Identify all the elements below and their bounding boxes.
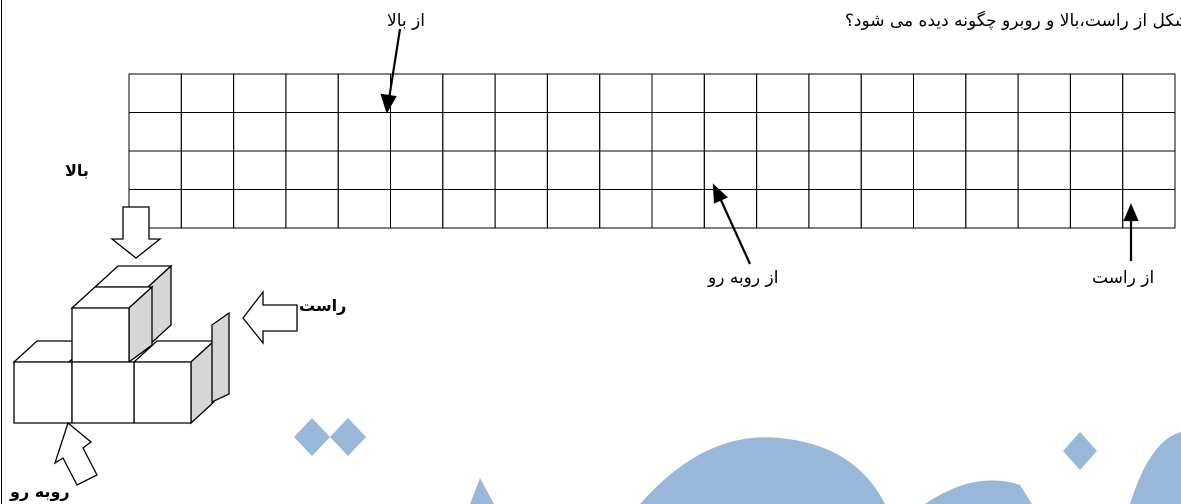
front-direction-label: روبه رو bbox=[10, 482, 70, 501]
watermark-blob bbox=[640, 437, 885, 504]
watermark-blob bbox=[925, 480, 1032, 504]
top-view-arrow bbox=[110, 206, 162, 259]
pointer-head bbox=[712, 183, 728, 204]
watermark-diamond bbox=[294, 418, 330, 456]
from-top-label: از بالا bbox=[387, 11, 425, 31]
front-view-arrow bbox=[53, 421, 98, 486]
pointer-line bbox=[387, 28, 402, 100]
cube-face bbox=[133, 361, 192, 424]
pointer-head bbox=[1123, 203, 1139, 222]
from-right-label: از راست bbox=[1092, 268, 1155, 288]
page-border bbox=[1, 0, 2, 504]
watermark-triangle bbox=[470, 478, 494, 504]
question-text: شکل از راست،بالا و روبرو چگونه دیده می ش… bbox=[844, 11, 1181, 31]
pointer-line bbox=[718, 197, 752, 265]
cube-face bbox=[71, 307, 130, 363]
cube-face bbox=[71, 361, 135, 424]
cube-face bbox=[13, 361, 73, 424]
watermark-blob bbox=[1130, 432, 1181, 504]
watermark-diamond bbox=[1063, 432, 1097, 470]
grid-cell bbox=[1122, 189, 1176, 229]
right-view-arrow bbox=[242, 290, 298, 345]
watermark-diamond bbox=[330, 418, 366, 456]
pointer-head bbox=[380, 93, 397, 114]
from-front-label: از روبه رو bbox=[708, 268, 779, 288]
cube-face bbox=[211, 311, 230, 404]
right-direction-label: راست bbox=[299, 296, 347, 315]
top-direction-label: بالا bbox=[65, 161, 89, 180]
